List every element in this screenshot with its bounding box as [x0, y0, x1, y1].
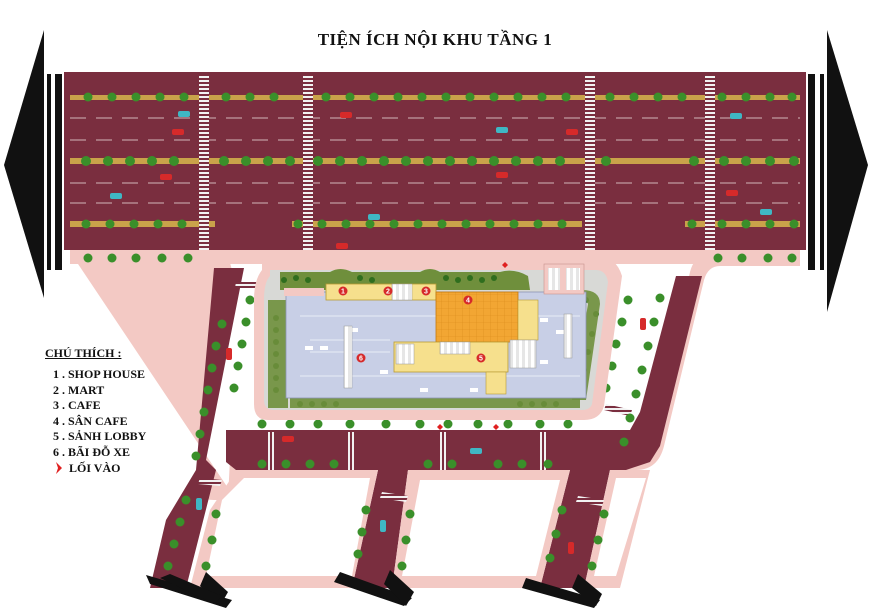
left-direction-arrow: [4, 30, 62, 298]
exit-arrows: [146, 570, 602, 608]
zone-4-marker: 4: [463, 295, 473, 305]
entrance-marker: [437, 424, 443, 430]
legend-item-bai-do-xe: 6 . BÃI ĐỖ XE: [53, 444, 131, 459]
legend-item-cafe: 3 . CAFE: [53, 398, 101, 413]
svg-text:3: 3: [424, 289, 428, 296]
svg-text:2: 2: [386, 289, 390, 296]
zone-markers: 1 2 3 4 5 6: [338, 286, 486, 363]
legend-heading: CHÚ THÍCH :: [45, 346, 122, 360]
entrance-marker: [493, 424, 499, 430]
svg-text:1: 1: [341, 289, 345, 296]
exit-arrow-middle: [334, 570, 414, 606]
legend-item-shop-house: 1 . SHOP HOUSE: [53, 367, 146, 381]
zone-6-marker: 6: [356, 353, 366, 363]
main-road: [64, 72, 806, 250]
page-title: TIỆN ÍCH NỘI KHU TẦNG 1: [317, 30, 553, 49]
legend: CHÚ THÍCH : 1 . SHOP HOUSE 2 . MART 3 . …: [45, 346, 146, 476]
exit-arrow-right: [522, 574, 602, 608]
legend-item-san-cafe: 4 . SÂN CAFE: [53, 413, 128, 428]
legend-entrance-label: LỐI VÀO: [69, 460, 121, 475]
legend-item-sanh-lobby: 5 . SẢNH LOBBY: [53, 429, 147, 444]
right-direction-arrow: [808, 30, 868, 312]
svg-text:5: 5: [479, 356, 483, 363]
entrance-marker-icon: [56, 462, 62, 475]
zone-2-marker: 2: [383, 286, 393, 296]
access-roads: [150, 268, 702, 588]
zone-5-marker: 5: [476, 353, 486, 363]
site-block: [254, 256, 622, 420]
entrance-marker: [502, 262, 508, 268]
svg-text:4: 4: [466, 298, 470, 305]
exit-arrow-left: [146, 572, 232, 608]
legend-item-mart: 2 . MART: [53, 382, 105, 397]
svg-text:6: 6: [359, 356, 363, 363]
zone-1-marker: 1: [338, 286, 348, 296]
legend-item-entrance: LỐI VÀO: [45, 461, 146, 477]
entrance-markers: [437, 262, 508, 430]
zone-3-marker: 3: [421, 286, 431, 296]
street-trees: [83, 253, 797, 571]
